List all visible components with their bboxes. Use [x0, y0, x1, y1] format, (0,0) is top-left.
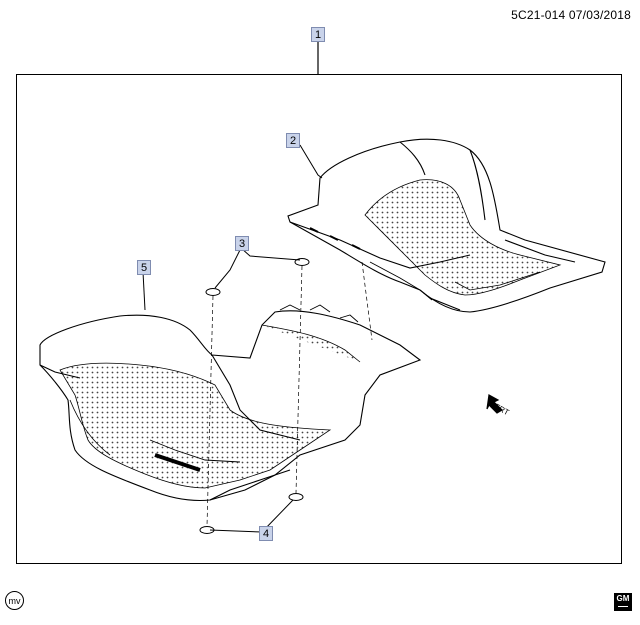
rear-floor-mat	[287, 138, 606, 313]
callout-2: 2	[286, 133, 300, 148]
gm-logo: GM	[614, 593, 632, 611]
mv-badge: mv	[5, 591, 24, 610]
forward-arrow	[486, 394, 503, 414]
callout-3: 3	[235, 236, 249, 251]
diagram-code-date: 5C21-014 07/03/2018	[511, 8, 631, 22]
callout-5: 5	[137, 260, 151, 275]
callout-1: 1	[311, 27, 325, 42]
callout-4: 4	[259, 526, 273, 541]
retainers	[199, 258, 310, 534]
diagram-frame	[16, 74, 622, 564]
alignment-lines	[206, 261, 373, 527]
front-floor-mat	[39, 304, 422, 502]
